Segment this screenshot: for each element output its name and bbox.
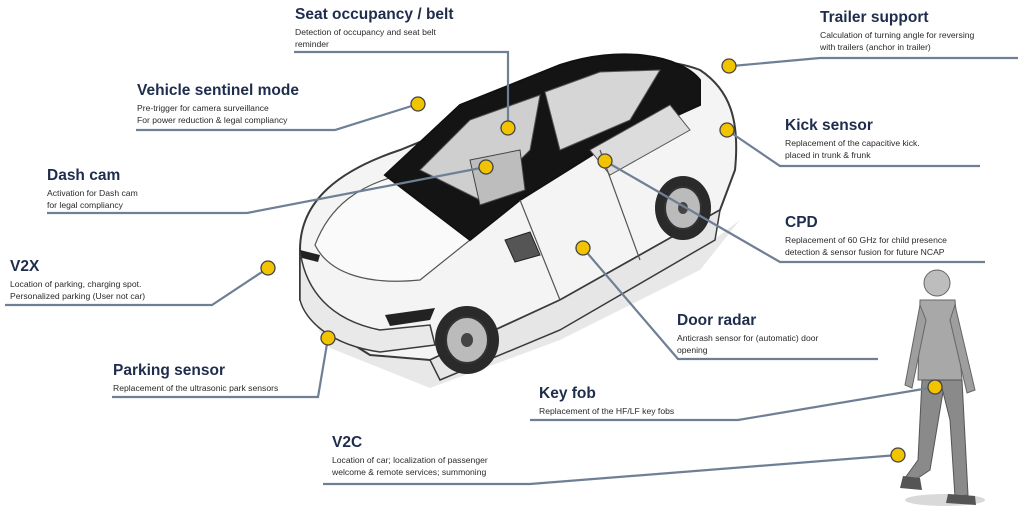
description-line: Replacement of the ultrasonic park senso… (113, 383, 279, 393)
callout-description: Activation for Dash cam for legal compli… (47, 187, 138, 211)
connector-kick (726, 129, 980, 168)
callout-description: Replacement of the capacitive kick. plac… (785, 137, 920, 161)
car-illustration (299, 53, 740, 388)
description-line: For power reduction & legal compliancy (137, 115, 288, 125)
dot-keyfob (927, 379, 943, 395)
description-line: Replacement of the capacitive kick. (785, 138, 920, 148)
connector-v2x (5, 267, 269, 307)
connector-doorradar (582, 247, 878, 361)
callout-parking-sensor: Parking sensor Replacement of the ultras… (113, 362, 278, 394)
description-line: Calculation of turning angle for reversi… (820, 30, 975, 40)
callout-description: Location of parking, charging spot. Pers… (10, 278, 145, 302)
description-line: detection & sensor fusion for future NCA… (785, 247, 945, 257)
dot-parking (320, 330, 336, 346)
callout-description: Replacement of the HF/LF key fobs (539, 405, 674, 417)
dot-cpd (597, 153, 613, 169)
description-line: Replacement of 60 GHz for child presence (785, 235, 947, 245)
callout-title: Seat occupancy / belt (295, 6, 454, 23)
dot-v2x (260, 260, 276, 276)
description-line: Anticrash sensor for (automatic) door (677, 333, 819, 343)
callout-title: Trailer support (820, 9, 929, 26)
description-line: Location of parking, charging spot. (10, 279, 142, 289)
description-line: Personalized parking (User not car) (10, 291, 146, 301)
callout-description: Replacement of the ultrasonic park senso… (113, 382, 278, 394)
dot-kick (719, 122, 735, 138)
callout-kick-sensor: Kick sensor Replacement of the capacitiv… (785, 117, 920, 161)
description-line: opening (677, 345, 708, 355)
description-line: Detection of occupancy and seat belt (295, 27, 436, 37)
callout-title: V2X (10, 258, 40, 275)
callout-title: Door radar (677, 312, 757, 329)
callout-description: Pre-trigger for camera surveillance For … (137, 102, 299, 126)
callout-door-radar: Door radar Anticrash sensor for (automat… (677, 312, 818, 356)
connector-keyfob (530, 385, 936, 422)
connector-trailer (731, 56, 1018, 68)
description-line: Activation for Dash cam (47, 188, 138, 198)
description-line: Replacement of the HF/LF key fobs (539, 406, 675, 416)
dot-trailer (721, 58, 737, 74)
connector-v2c (323, 453, 899, 486)
callout-cpd: CPD Replacement of 60 GHz for child pres… (785, 214, 947, 258)
callout-title: Vehicle sentinel mode (137, 82, 299, 99)
callout-title: V2C (332, 434, 363, 451)
connector-dashcam (47, 165, 487, 215)
connector-sentinel (136, 102, 419, 132)
connector-cpd (604, 160, 985, 264)
description-line: Location of car; localization of passeng… (332, 455, 488, 465)
dot-sentinel (410, 96, 426, 112)
callout-trailer-support: Trailer support Calculation of turning a… (820, 9, 974, 53)
callout-title: Kick sensor (785, 117, 873, 134)
callout-v2x: V2X Location of parking, charging spot. … (10, 258, 145, 302)
callout-dash-cam: Dash cam Activation for Dash cam for leg… (47, 167, 138, 211)
dot-seat (500, 120, 516, 136)
callout-title: CPD (785, 214, 818, 231)
description-line: welcome & remote services; summoning (332, 467, 487, 477)
callout-vehicle-sentinel-mode: Vehicle sentinel mode Pre-trigger for ca… (137, 82, 299, 126)
callout-description: Calculation of turning angle for reversi… (820, 29, 974, 53)
description-line: Pre-trigger for camera surveillance (137, 103, 269, 113)
description-line: for legal compliancy (47, 200, 123, 210)
pedestrian-illustration (900, 269, 985, 506)
callout-description: Detection of occupancy and seat belt rem… (295, 26, 454, 50)
callout-title: Key fob (539, 385, 596, 402)
description-line: reminder (295, 39, 329, 49)
dot-v2c (890, 447, 906, 463)
callout-description: Replacement of 60 GHz for child presence… (785, 234, 947, 258)
callout-v2c: V2C Location of car; localization of pas… (332, 434, 488, 478)
dot-dashcam (478, 159, 494, 175)
sensor-dots (260, 58, 943, 463)
description-line: placed in trunk & frunk (785, 150, 871, 160)
description-line: with trailers (anchor in trailer) (820, 42, 931, 52)
callout-key-fob: Key fob Replacement of the HF/LF key fob… (539, 385, 674, 417)
callout-description: Anticrash sensor for (automatic) door op… (677, 332, 818, 356)
connector-parking (112, 337, 330, 399)
callout-title: Dash cam (47, 167, 121, 184)
callout-title: Parking sensor (113, 362, 225, 379)
connector-lines (5, 50, 1018, 486)
dot-doorradar (575, 240, 591, 256)
callout-seat-occupancy: Seat occupancy / belt Detection of occup… (295, 6, 454, 50)
connector-seat (294, 50, 510, 128)
callout-description: Location of car; localization of passeng… (332, 454, 488, 478)
